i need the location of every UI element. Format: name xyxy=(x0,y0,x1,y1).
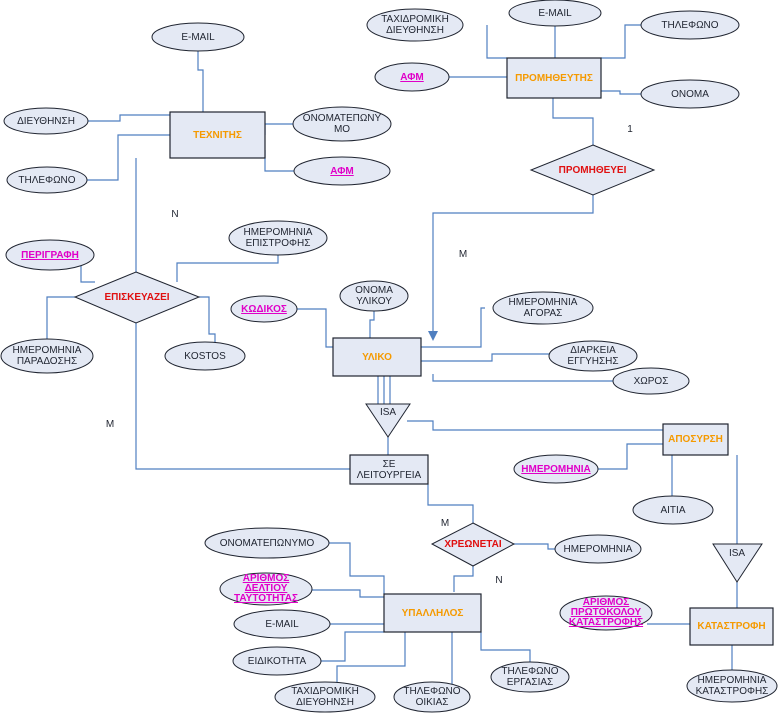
attr-tech-email xyxy=(151,22,245,52)
connector-lines xyxy=(46,24,738,688)
attr-sup-phone xyxy=(640,10,740,40)
isa-triangles xyxy=(365,403,763,583)
attr-mat-name xyxy=(339,280,409,312)
rel-supplies xyxy=(529,144,656,196)
attr-sup-afm xyxy=(374,62,450,92)
entity-in-operation xyxy=(349,454,429,485)
attr-tech-fullname xyxy=(292,106,392,142)
attr-rep-cost xyxy=(164,341,246,371)
attr-emp-postal xyxy=(274,681,376,713)
attr-tech-phone xyxy=(6,166,88,194)
attr-mat-code xyxy=(230,295,298,323)
attr-des-protocol xyxy=(559,595,653,631)
entity-withdrawal xyxy=(662,423,729,456)
attr-sup-postal xyxy=(366,8,464,42)
entity-technician xyxy=(169,111,266,159)
attr-rep-delivery xyxy=(0,338,94,374)
entity-material xyxy=(332,337,422,377)
attr-mat-warranty xyxy=(548,340,638,372)
attr-emp-id xyxy=(219,572,313,606)
attr-charge-date xyxy=(554,534,642,564)
isa-material xyxy=(365,403,411,438)
attr-rep-return xyxy=(228,220,328,256)
attr-mat-space xyxy=(612,367,690,395)
attr-sup-email xyxy=(508,0,602,27)
attr-rep-desc xyxy=(5,239,95,271)
attr-emp-work-phone xyxy=(490,661,570,693)
entity-boxes xyxy=(169,57,774,646)
relationship-diamonds xyxy=(73,144,656,567)
attr-des-date xyxy=(686,669,778,703)
attr-sup-name xyxy=(640,79,740,109)
attr-emp-fullname xyxy=(204,527,330,559)
rel-charged xyxy=(430,522,516,567)
attr-emp-email xyxy=(233,609,331,639)
entity-employee xyxy=(383,593,482,633)
rel-repairs xyxy=(73,271,201,324)
attr-tech-address xyxy=(3,107,89,135)
isa-withdrawal xyxy=(712,543,763,583)
attr-emp-home-phone xyxy=(393,681,471,713)
attr-emp-specialty xyxy=(232,646,322,676)
entity-destruction xyxy=(689,607,774,646)
entity-supplier xyxy=(506,57,602,99)
attr-wd-date xyxy=(513,454,599,484)
attr-tech-afm xyxy=(293,156,391,186)
attr-mat-purchase xyxy=(492,291,594,325)
attr-wd-reason xyxy=(632,495,714,525)
